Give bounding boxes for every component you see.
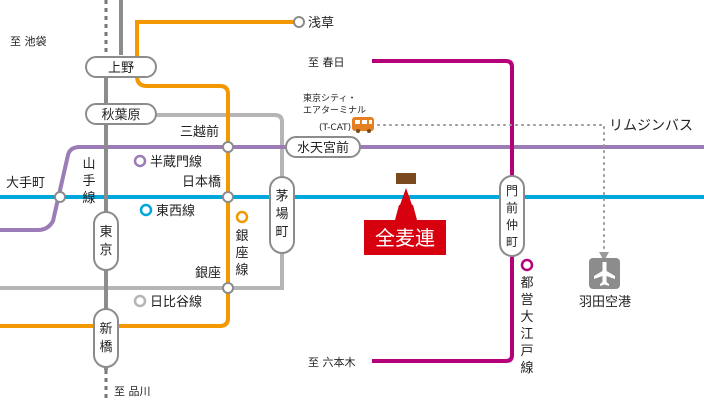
svg-text:線: 線 (235, 262, 248, 278)
svg-text:エアターミナル: エアターミナル (303, 105, 366, 116)
station-suitengumae[interactable]: 水天宮前 (285, 136, 361, 158)
destination-kasuga: 至 春日 (308, 56, 345, 69)
airplane-icon (589, 258, 620, 289)
limousine-bus-label: リムジンバス (609, 118, 693, 134)
hibiya-line (0, 113, 284, 290)
station-monzen-nakacho[interactable]: 門 前 仲 町 (499, 175, 525, 257)
legend-oedo: 都 営 大 江 戸 線 (520, 258, 534, 376)
station-mitsukoshimae: 三越前 (180, 124, 219, 140)
svg-text:秋葉原: 秋葉原 (101, 108, 140, 123)
haneda-airport-label: 羽田空港 (579, 295, 631, 310)
svg-text:町: 町 (506, 235, 518, 249)
svg-text:新: 新 (99, 321, 112, 337)
svg-text:門: 門 (506, 184, 518, 198)
bus-icon (352, 117, 374, 133)
svg-text:東: 東 (99, 224, 112, 240)
legend-ginza-line: 銀 座 線 (235, 210, 249, 278)
svg-text:町: 町 (275, 225, 288, 240)
svg-text:手: 手 (82, 174, 95, 189)
station-tokyo[interactable]: 東 京 (93, 211, 119, 271)
station-nihombashi: 日本橋 (182, 175, 221, 190)
svg-text:仲: 仲 (506, 218, 518, 232)
office-marker (396, 173, 416, 184)
station-kayabacho[interactable]: 茅 場 町 (269, 176, 295, 254)
office-label: 全麦連 (375, 226, 435, 250)
station-ginza: 銀座 (195, 266, 221, 281)
svg-text:銀: 銀 (235, 229, 248, 244)
otemachi-node[interactable] (54, 191, 66, 203)
mitsukoshimae-node[interactable] (222, 141, 234, 153)
svg-text:前: 前 (506, 200, 518, 215)
legend-tozai: 東西線 (139, 203, 195, 219)
svg-text:大: 大 (520, 310, 533, 325)
svg-text:東京シティ・: 東京シティ・ (303, 92, 356, 104)
ginza-line (0, 20, 295, 328)
svg-text:茅: 茅 (275, 189, 288, 204)
svg-text:上野: 上野 (108, 61, 134, 76)
station-shimbashi[interactable]: 新 橋 (93, 308, 119, 368)
svg-text:線: 線 (82, 190, 95, 206)
svg-text:日比谷線: 日比谷線 (150, 294, 202, 310)
svg-text:橋: 橋 (99, 340, 112, 355)
svg-text:水天宮前: 水天宮前 (297, 140, 349, 156)
svg-text:(T-CAT): (T-CAT) (319, 123, 351, 133)
svg-text:山: 山 (82, 157, 95, 172)
svg-text:営: 営 (520, 293, 533, 308)
station-akihabara[interactable]: 秋葉原 (85, 103, 157, 125)
ginza-node[interactable] (222, 282, 234, 294)
destination-ikebukuro: 至 池袋 (10, 34, 47, 48)
legend-hanzomon: 半蔵門線 (133, 154, 202, 170)
yamanote-line-label: 山 手 線 (82, 157, 95, 206)
oedo-line (372, 59, 514, 363)
tcat-label: 東京シティ・ エアターミナル (T-CAT) (303, 92, 366, 133)
asakusa-node[interactable] (293, 16, 305, 28)
svg-text:江: 江 (520, 327, 533, 342)
svg-text:東西線: 東西線 (156, 203, 195, 219)
station-asakusa: 浅草 (308, 16, 334, 31)
nihombashi-node[interactable] (222, 191, 234, 203)
station-ueno[interactable]: 上野 (85, 56, 157, 78)
destination-roppongi: 至 六本木 (308, 355, 356, 369)
svg-text:戸: 戸 (520, 344, 533, 359)
hanzomon-line (0, 145, 704, 232)
office-callout[interactable]: 全麦連 (364, 188, 446, 255)
station-otemachi: 大手町 (6, 176, 45, 191)
svg-text:線: 線 (520, 360, 533, 376)
limousine-bus-arrow (599, 252, 609, 261)
legend-hibiya: 日比谷線 (133, 294, 202, 310)
svg-text:場: 場 (275, 207, 288, 222)
destination-shinagawa: 至 品川 (114, 385, 151, 398)
svg-text:都: 都 (520, 276, 533, 291)
svg-text:座: 座 (235, 246, 248, 261)
svg-text:半蔵門線: 半蔵門線 (150, 154, 202, 170)
svg-text:京: 京 (99, 243, 112, 258)
